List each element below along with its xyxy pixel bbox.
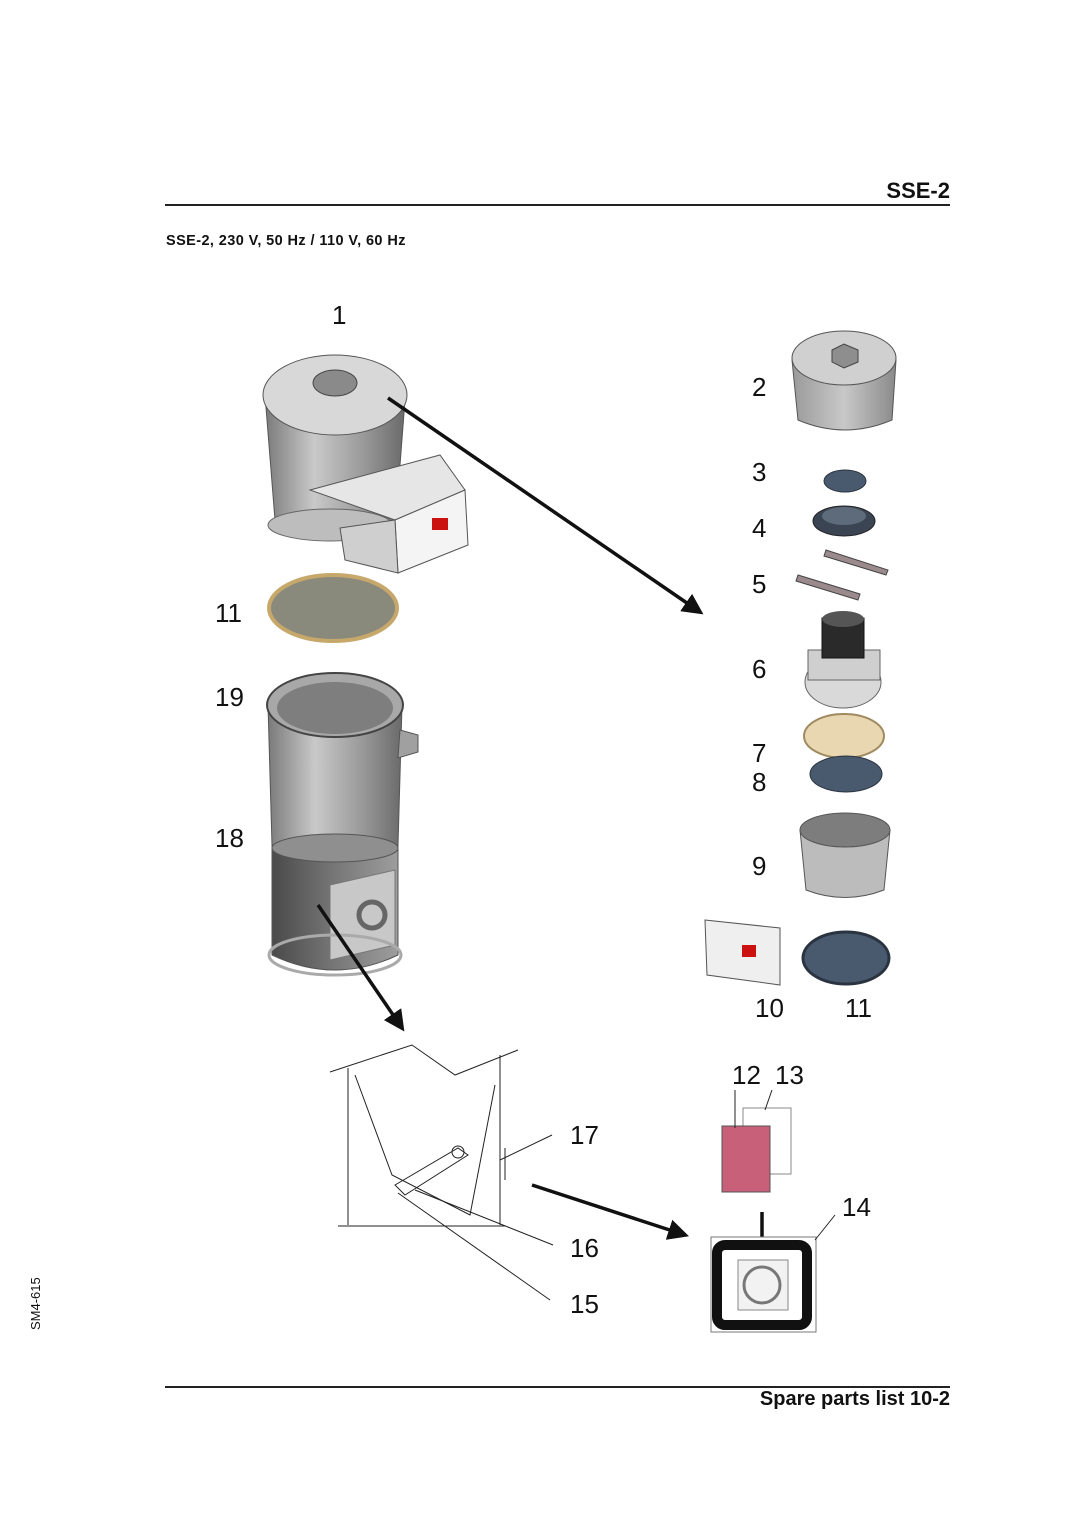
part-3-disc	[823, 469, 867, 493]
callout-12: 12	[732, 1060, 761, 1090]
drawing-code: SM4-615	[28, 1277, 43, 1330]
callout-15: 15	[570, 1289, 599, 1319]
part-9-sleeve	[799, 812, 891, 898]
footer-title: Spare parts list 10-2	[759, 1388, 950, 1410]
header-rule	[165, 204, 950, 206]
document-subtitle: SSE-2, 230 V, 50 Hz / 110 V, 60 Hz	[166, 233, 406, 249]
callout-18: 18	[215, 823, 244, 853]
callout-10: 10	[755, 993, 784, 1023]
part-19-container	[266, 672, 419, 846]
part-12-13-filter-pads	[721, 1089, 792, 1193]
part-4-ring	[812, 505, 876, 537]
arrow-to-14	[531, 1183, 689, 1240]
callout-7: 7	[752, 738, 767, 768]
callout-5: 5	[752, 569, 767, 599]
part-5-strips	[795, 549, 889, 601]
callout-14: 14	[842, 1192, 871, 1222]
callout-13: 13	[775, 1060, 804, 1090]
arrow-1-to-6	[387, 396, 704, 615]
callout-1: 1	[332, 300, 347, 330]
part-18-base	[267, 833, 403, 977]
callout-17: 17	[570, 1120, 599, 1150]
part-2-cap	[791, 330, 897, 431]
part-10-control-box	[704, 919, 781, 986]
callout-19: 19	[215, 682, 244, 712]
part-8-blue-disc	[809, 755, 883, 793]
callout-6: 6	[752, 654, 767, 684]
callout-9: 9	[752, 851, 767, 881]
part-11-gasket-right	[801, 930, 891, 986]
callout-4: 4	[752, 513, 767, 543]
callout-11-right: 11	[845, 993, 872, 1023]
part-7-filter-disc	[803, 713, 885, 759]
callout-16: 16	[570, 1233, 599, 1263]
model-title: SSE-2	[886, 178, 950, 203]
cabinet-section	[329, 1044, 554, 1301]
footer-rule	[165, 1386, 950, 1388]
arrow-18-to-cabinet	[316, 904, 405, 1032]
callout-11-left: 11	[215, 598, 242, 628]
callout-3: 3	[752, 457, 767, 487]
part-11-gasket-filter-left	[267, 573, 399, 643]
part-1-top-housing	[262, 354, 469, 574]
callout-8: 8	[752, 767, 767, 797]
part-14-frame	[710, 1214, 836, 1333]
part-6-motor	[804, 611, 882, 709]
callout-2: 2	[752, 372, 767, 402]
